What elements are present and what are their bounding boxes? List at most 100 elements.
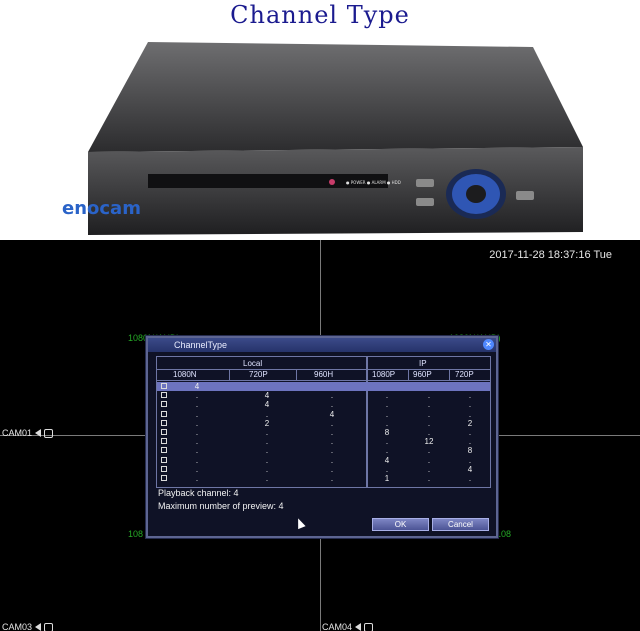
- camera-name: CAM01: [2, 428, 33, 438]
- camera-label-cam01: CAM01: [2, 428, 54, 438]
- camera-name: CAM03: [2, 622, 33, 631]
- brand-logo: enocam: [62, 198, 141, 219]
- channel-count-cell: .: [468, 455, 472, 465]
- speaker-icon: [35, 429, 42, 437]
- channel-count-cell: .: [468, 428, 472, 437]
- resolution-tag: 108: [128, 529, 144, 539]
- channel-count-cell: 2: [467, 418, 473, 428]
- channel-count-cell: 8: [384, 428, 390, 437]
- channel-count-cell: .: [330, 391, 334, 401]
- channel-count-cell: 2: [264, 418, 270, 428]
- column-header: 1080N: [173, 370, 197, 379]
- camera-label-cam03: CAM03: [2, 622, 54, 631]
- local-ip-divider: [366, 357, 368, 487]
- channel-count-cell: .: [468, 437, 472, 447]
- channel-count-cell: .: [195, 418, 199, 428]
- channel-row[interactable]: ...1..: [157, 474, 490, 483]
- channel-checkbox[interactable]: [161, 392, 167, 399]
- channel-count-cell: .: [195, 428, 199, 437]
- channel-checkbox[interactable]: [161, 383, 167, 389]
- channel-count-cell: .: [195, 455, 199, 465]
- group-header-local: Local: [243, 359, 263, 368]
- channel-checkbox[interactable]: [161, 419, 167, 426]
- channel-checkbox[interactable]: [161, 401, 167, 408]
- channel-type-table: Local IP 1080N 720P 960H 1080P 960P 720P…: [156, 356, 491, 488]
- channel-count-cell: 8: [467, 446, 473, 456]
- datetime-display: 2017-11-28 18:37:16 Tue: [489, 249, 612, 261]
- camera-icon: [44, 428, 54, 438]
- channel-row[interactable]: .4....: [157, 400, 490, 409]
- channel-count-cell: .: [330, 418, 334, 428]
- channel-count-cell: .: [265, 446, 269, 456]
- channel-count-cell: .: [427, 400, 431, 410]
- column-header: 720P: [455, 370, 474, 379]
- channel-row[interactable]: 4: [157, 382, 490, 391]
- channel-count-cell: .: [265, 455, 269, 465]
- dialog-title: ChannelType: [148, 338, 496, 352]
- channel-row[interactable]: ..4...: [157, 410, 490, 419]
- channel-row[interactable]: ...4..: [157, 456, 490, 465]
- column-header: 960P: [413, 370, 432, 379]
- channel-count-cell: .: [385, 446, 389, 456]
- channel-count-cell: 4: [194, 382, 200, 391]
- ok-button[interactable]: OK: [372, 518, 429, 531]
- channel-checkbox[interactable]: [161, 465, 167, 472]
- channel-count-cell: .: [195, 409, 199, 419]
- channel-count-cell: .: [427, 474, 431, 483]
- channel-count-cell: .: [330, 455, 334, 465]
- cancel-button[interactable]: Cancel: [432, 518, 489, 531]
- channel-count-cell: .: [468, 474, 472, 483]
- channel-checkbox[interactable]: [161, 447, 167, 454]
- svg-text:● POWER ● ALARM ● HDD: ● POWER ● ALARM ● HDD: [346, 180, 401, 185]
- channel-count-cell: 4: [384, 455, 390, 465]
- channel-count-cell: .: [468, 400, 472, 410]
- playback-channel-text: Playback channel: 4: [158, 488, 239, 498]
- channel-count-cell: .: [385, 464, 389, 474]
- page-title: Channel Type: [230, 1, 410, 29]
- channel-type-dialog: ChannelType ✕ Local IP 1080N 720P 960H 1…: [146, 336, 498, 538]
- channel-count-cell: .: [427, 409, 431, 419]
- channel-count-cell: .: [265, 428, 269, 437]
- channel-count-cell: 4: [264, 391, 270, 401]
- channel-checkbox[interactable]: [161, 410, 167, 417]
- channel-count-cell: .: [330, 437, 334, 447]
- channel-row[interactable]: .2...2: [157, 419, 490, 428]
- channel-checkbox[interactable]: [161, 429, 167, 435]
- channel-checkbox[interactable]: [161, 456, 167, 463]
- channel-row[interactable]: .....8: [157, 446, 490, 455]
- channel-count-cell: 1: [384, 474, 390, 483]
- channel-row[interactable]: ...8..: [157, 428, 490, 437]
- channel-count-cell: .: [265, 409, 269, 419]
- channel-count-cell: .: [265, 437, 269, 447]
- channel-checkbox[interactable]: [161, 475, 167, 481]
- channel-count-cell: .: [385, 391, 389, 401]
- channel-count-cell: .: [195, 437, 199, 447]
- speaker-icon: [355, 623, 362, 631]
- camera-label-cam04: CAM04: [322, 622, 374, 631]
- channel-count-cell: .: [330, 446, 334, 456]
- max-preview-text: Maximum number of preview: 4: [158, 501, 284, 511]
- channel-count-cell: .: [385, 409, 389, 419]
- channel-count-cell: .: [265, 474, 269, 483]
- resolution-tag: 108: [496, 529, 512, 539]
- close-icon[interactable]: ✕: [483, 339, 494, 350]
- channel-count-cell: .: [385, 437, 389, 447]
- camera-icon: [44, 622, 54, 631]
- channel-count-cell: .: [468, 391, 472, 401]
- camera-icon: [364, 622, 374, 631]
- channel-count-cell: .: [427, 428, 431, 437]
- channel-count-cell: .: [330, 400, 334, 410]
- channel-count-cell: .: [195, 400, 199, 410]
- channel-count-cell: .: [195, 391, 199, 401]
- channel-checkbox[interactable]: [161, 438, 167, 445]
- column-header: 720P: [249, 370, 268, 379]
- channel-count-cell: .: [468, 409, 472, 419]
- channel-row[interactable]: .... 12.: [157, 437, 490, 446]
- column-header: 1080P: [372, 370, 396, 379]
- channel-count-cell: .: [195, 446, 199, 456]
- channel-count-cell: .: [330, 464, 334, 474]
- channel-row[interactable]: .4....: [157, 391, 490, 400]
- channel-count-cell: .: [427, 464, 431, 474]
- channel-count-cell: 12: [424, 437, 434, 447]
- channel-row[interactable]: .....4: [157, 465, 490, 474]
